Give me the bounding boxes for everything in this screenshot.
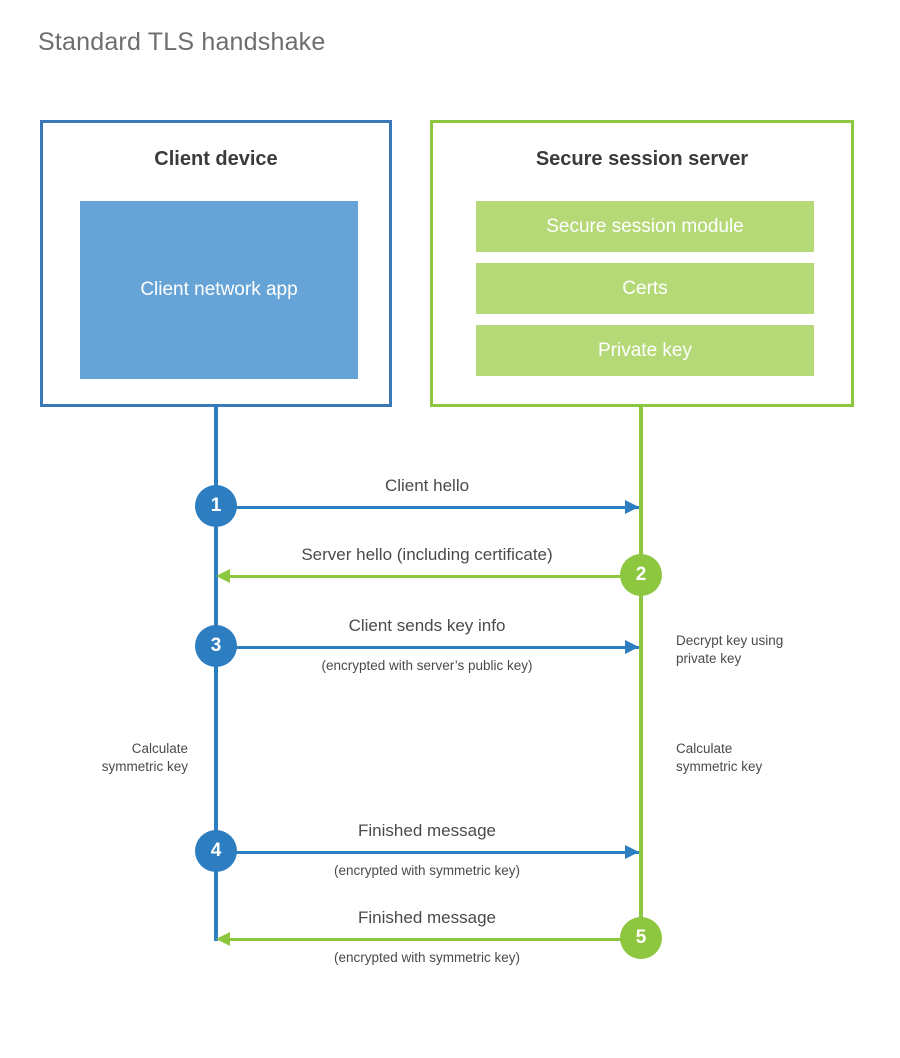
message-4-label: Finished message	[358, 821, 496, 840]
message-4-line	[216, 851, 639, 854]
message-3-label: Client sends key info	[348, 616, 506, 635]
server-lifeline	[639, 404, 643, 941]
server-bar-certs: Certs	[476, 263, 814, 314]
annotation-client-calculate-symmetric-key: Calculate symmetric key	[101, 741, 188, 774]
client-device-box: Client device Client network app	[40, 120, 392, 407]
annotation-server-decrypt: Decrypt key using private key	[676, 633, 784, 666]
client-network-app-label: Client network app	[140, 279, 298, 301]
step-badge-5: 5	[620, 917, 662, 959]
message-3-line	[216, 646, 639, 649]
message-5-line	[230, 938, 639, 941]
message-5-label: Finished message	[358, 908, 496, 927]
server-bar-secure-session-module: Secure session module	[476, 201, 814, 252]
client-lifeline	[214, 404, 218, 941]
message-2-line	[230, 575, 639, 578]
message-1-arrowhead-right-icon	[625, 500, 639, 514]
message-3-arrowhead-right-icon	[625, 640, 639, 654]
message-5-arrowhead-left-icon	[216, 932, 230, 946]
message-5-sublabel: (encrypted with symmetric key)	[333, 950, 521, 965]
server-bar-private-key: Private key	[476, 325, 814, 376]
secure-session-server-title: Secure session server	[535, 148, 749, 170]
message-1-label: Client hello	[384, 476, 470, 495]
client-device-title: Client device	[154, 148, 278, 170]
step-badge-2: 2	[620, 554, 662, 596]
message-4-arrowhead-right-icon	[625, 845, 639, 859]
page-title: Standard TLS handshake	[38, 28, 326, 56]
client-network-app-block: Client network app	[80, 201, 358, 379]
step-badge-3: 3	[195, 625, 237, 667]
message-4-sublabel: (encrypted with symmetric key)	[333, 863, 521, 878]
message-2-arrowhead-left-icon	[216, 569, 230, 583]
message-3-sublabel: (encrypted with server’s public key)	[321, 658, 533, 673]
annotation-server-calculate-symmetric-key: Calculate symmetric key	[676, 741, 763, 774]
message-2-label: Server hello (including certificate)	[301, 545, 553, 564]
step-badge-4: 4	[195, 830, 237, 872]
secure-session-server-box: Secure session server Secure session mod…	[430, 120, 854, 407]
message-1-line	[216, 506, 639, 509]
step-badge-1: 1	[195, 485, 237, 527]
server-component-list: Secure session module Certs Private key	[476, 201, 814, 376]
